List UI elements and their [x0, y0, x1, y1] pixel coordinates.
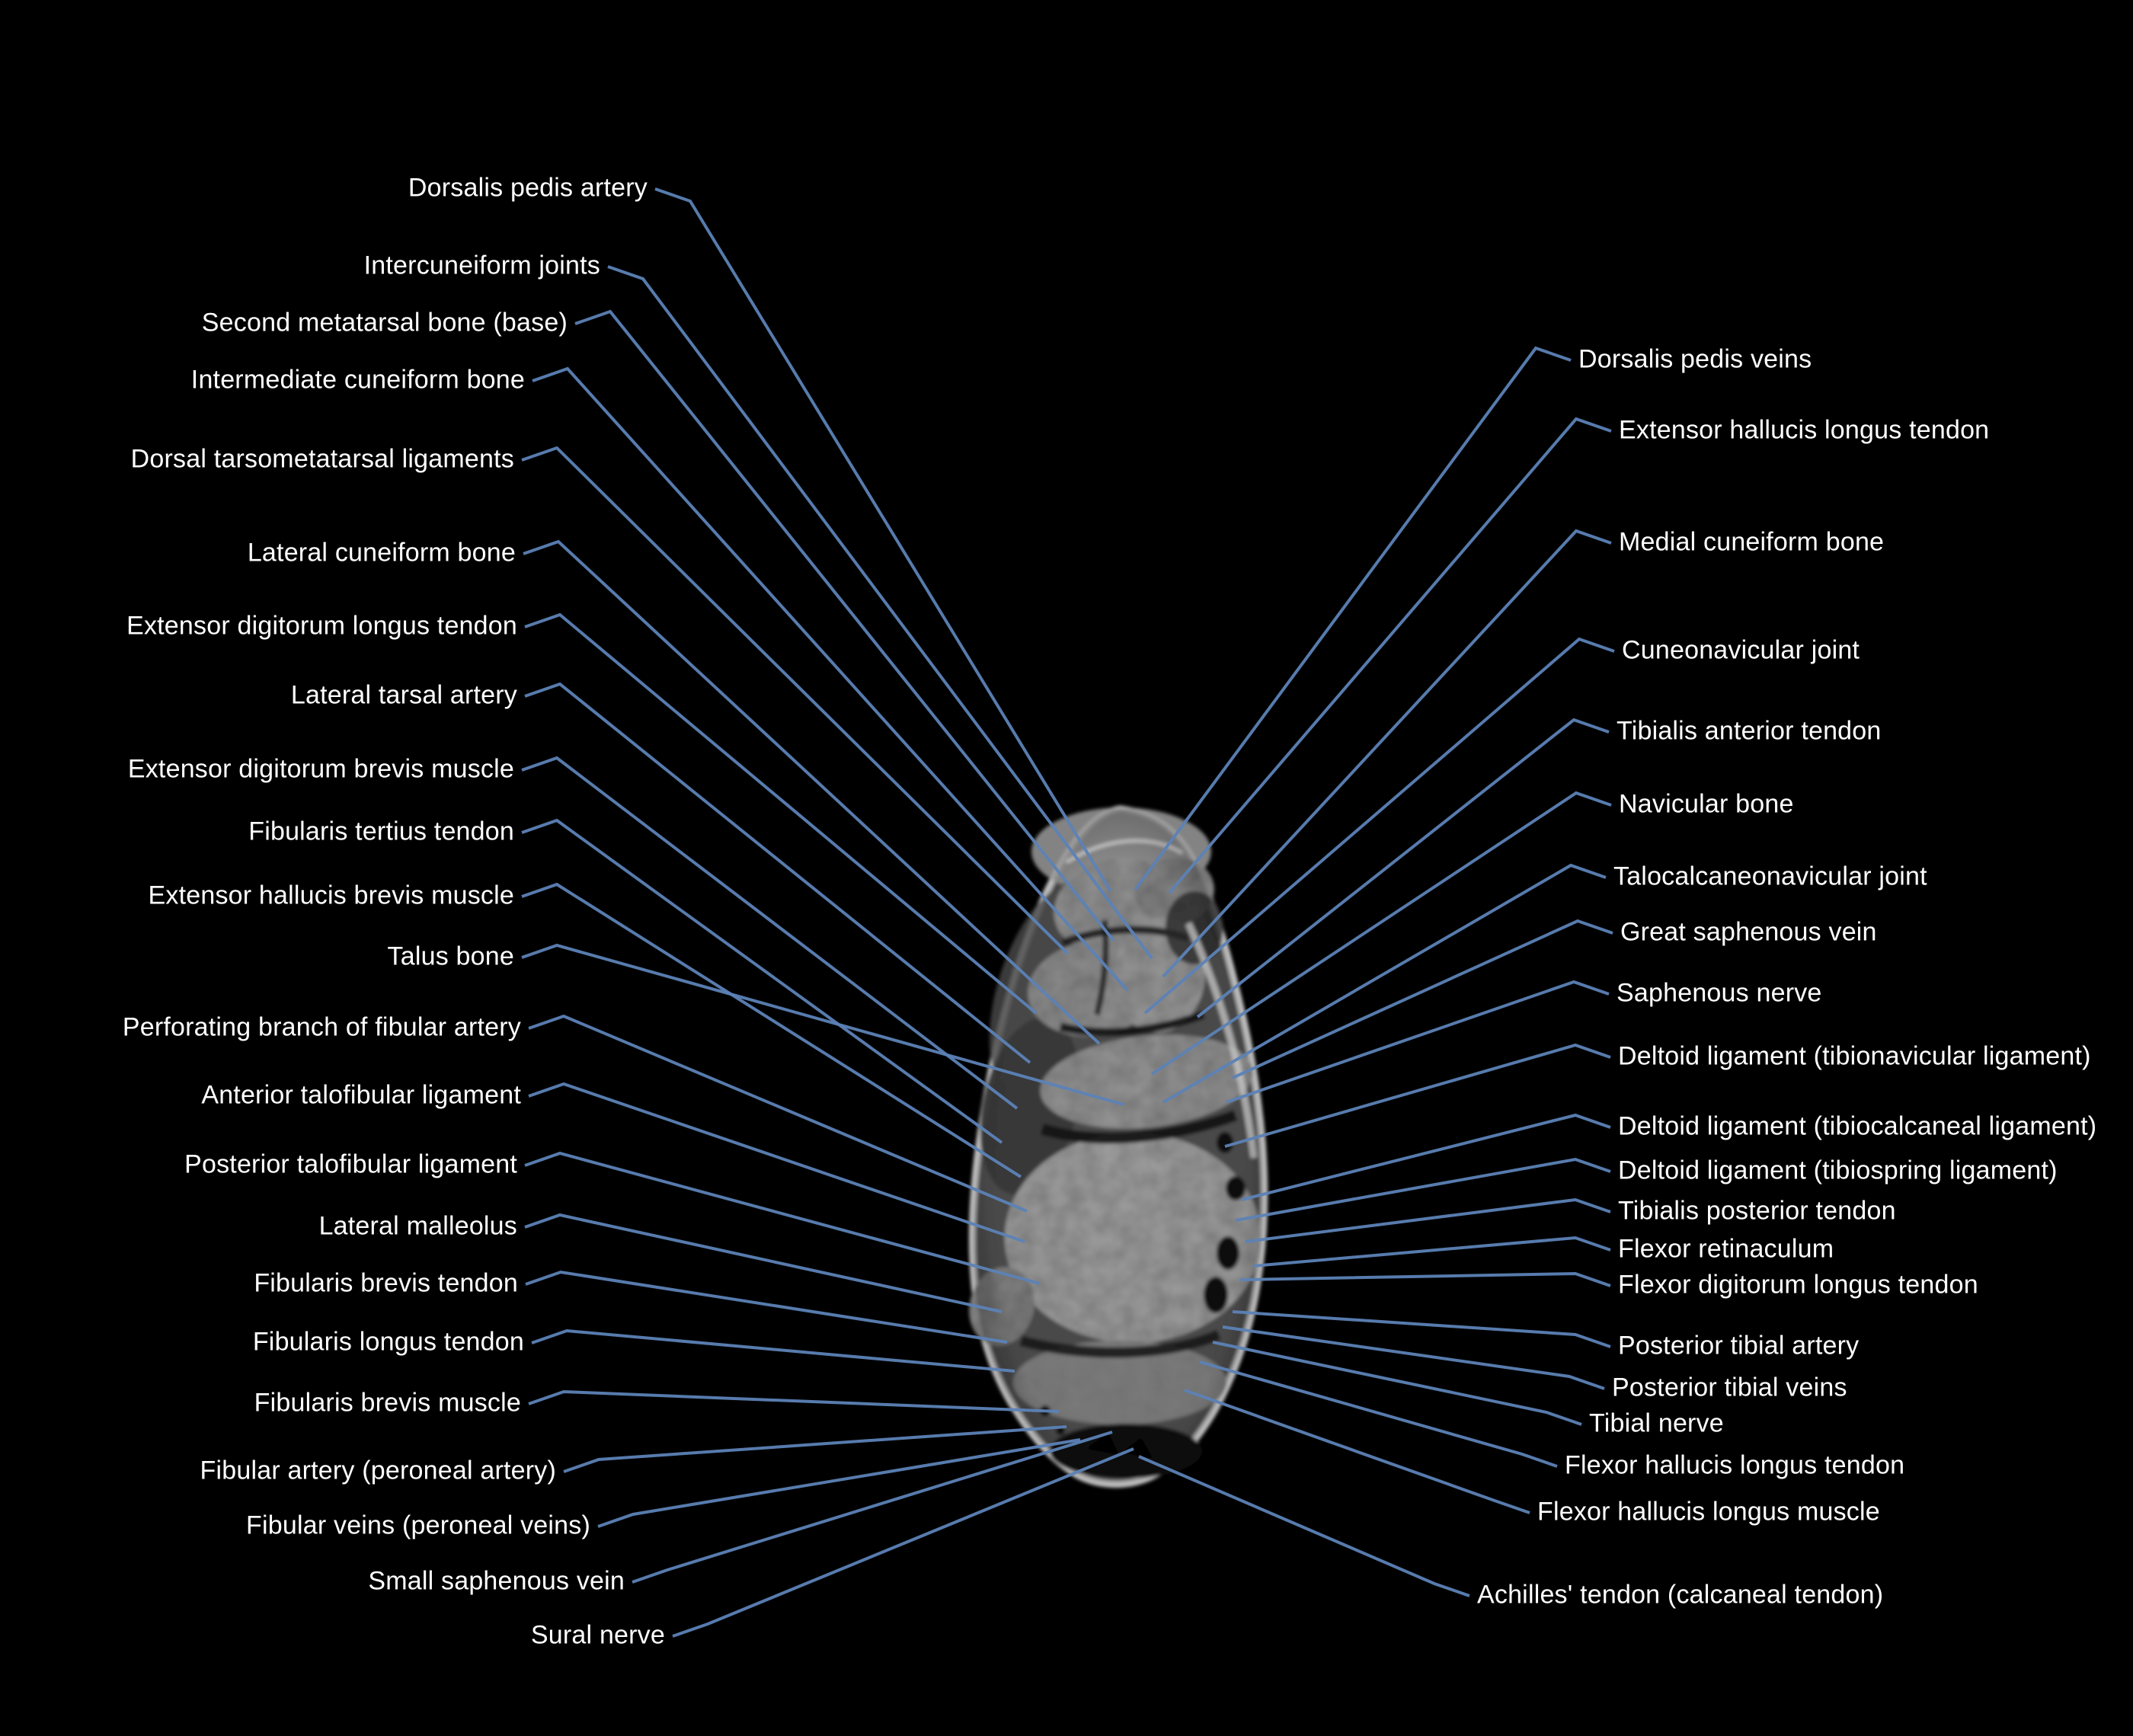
- leader-line-flexor-digitorum-longus-tendon: [1239, 1271, 1611, 1287]
- leader-line-deltoid-ligament-tibiospring-ligament: [1235, 1157, 1611, 1222]
- leader-line-lateral-tarsal-artery: [524, 682, 1031, 1064]
- mri-image: [968, 805, 1268, 1488]
- leader-line-intermediate-cuneiform-bone: [532, 366, 1129, 992]
- leader-line-posterior-tibial-artery: [1232, 1310, 1611, 1348]
- leader-line-tibialis-anterior-tendon: [1196, 718, 1610, 1018]
- leader-line-perforating-branch-of-fibular-artery: [528, 1014, 1028, 1213]
- leader-line-dorsal-tarsometatarsal-ligaments: [521, 446, 1070, 955]
- leader-line-fibularis-brevis-muscle: [528, 1389, 1060, 1413]
- mri-vignette: [972, 809, 1265, 1485]
- leader-line-talus-bone: [521, 943, 1124, 1106]
- leader-line-navicular-bone: [1150, 791, 1612, 1076]
- leader-line-talocalcaneonavicular-joint: [1162, 863, 1607, 1104]
- leader-line-intercuneiform-joints: [607, 265, 1153, 960]
- leader-line-dorsalis-pedis-veins: [1134, 346, 1572, 891]
- leader-line-flexor-retinaculum: [1252, 1236, 1611, 1268]
- leader-line-extensor-digitorum-longus-tendon: [524, 612, 1038, 1015]
- leader-line-lateral-cuneiform-bone: [523, 539, 1101, 1045]
- leader-line-second-metatarsal-bone-base: [574, 309, 1115, 942]
- leader-line-fibularis-tertius-tendon: [521, 818, 1003, 1144]
- leader-line-sural-nerve: [672, 1447, 1134, 1638]
- leader-line-small-saphenous-vein: [632, 1431, 1113, 1584]
- leader-line-cuneonavicular-joint: [1143, 637, 1615, 1015]
- leader-line-flexor-hallucis-longus-muscle: [1184, 1389, 1530, 1514]
- leader-line-fibular-artery-peroneal-artery: [563, 1425, 1067, 1473]
- leader-line-fibular-veins-peroneal-veins: [597, 1438, 1081, 1528]
- leader-lines: [521, 187, 1615, 1638]
- leader-line-posterior-tibial-veins: [1222, 1325, 1605, 1390]
- leader-line-fibularis-brevis-tendon: [525, 1270, 1008, 1344]
- leader-line-deltoid-ligament-tibionavicular-ligament: [1224, 1043, 1611, 1148]
- leader-line-dorsalis-pedis-artery: [654, 187, 1112, 893]
- leader-line-achilles-tendon-calcaneal-tendon: [1138, 1455, 1470, 1597]
- leader-line-anterior-talofibular-ligament: [528, 1082, 1025, 1243]
- leader-line-great-saphenous-vein: [1232, 919, 1613, 1079]
- leader-line-fibularis-longus-tendon: [531, 1328, 1015, 1373]
- leader-line-extensor-hallucis-brevis-muscle: [521, 882, 1022, 1178]
- leader-line-tibialis-posterior-tendon: [1245, 1197, 1611, 1243]
- leader-line-medial-cuneiform-bone: [1162, 529, 1612, 978]
- leader-line-tibial-nerve: [1212, 1341, 1582, 1426]
- leader-line-extensor-hallucis-longus-tendon: [1168, 417, 1612, 894]
- leader-line-deltoid-ligament-tibiocalcaneal-ligament: [1241, 1113, 1611, 1201]
- leader-line-posterior-talofibular-ligament: [524, 1151, 1041, 1285]
- leader-line-flexor-hallucis-longus-tendon: [1199, 1360, 1558, 1468]
- leader-line-saphenous-nerve: [1226, 980, 1610, 1104]
- leader-line-extensor-digitorum-brevis-muscle: [521, 756, 1019, 1110]
- leader-line-lateral-malleolus: [524, 1213, 1003, 1313]
